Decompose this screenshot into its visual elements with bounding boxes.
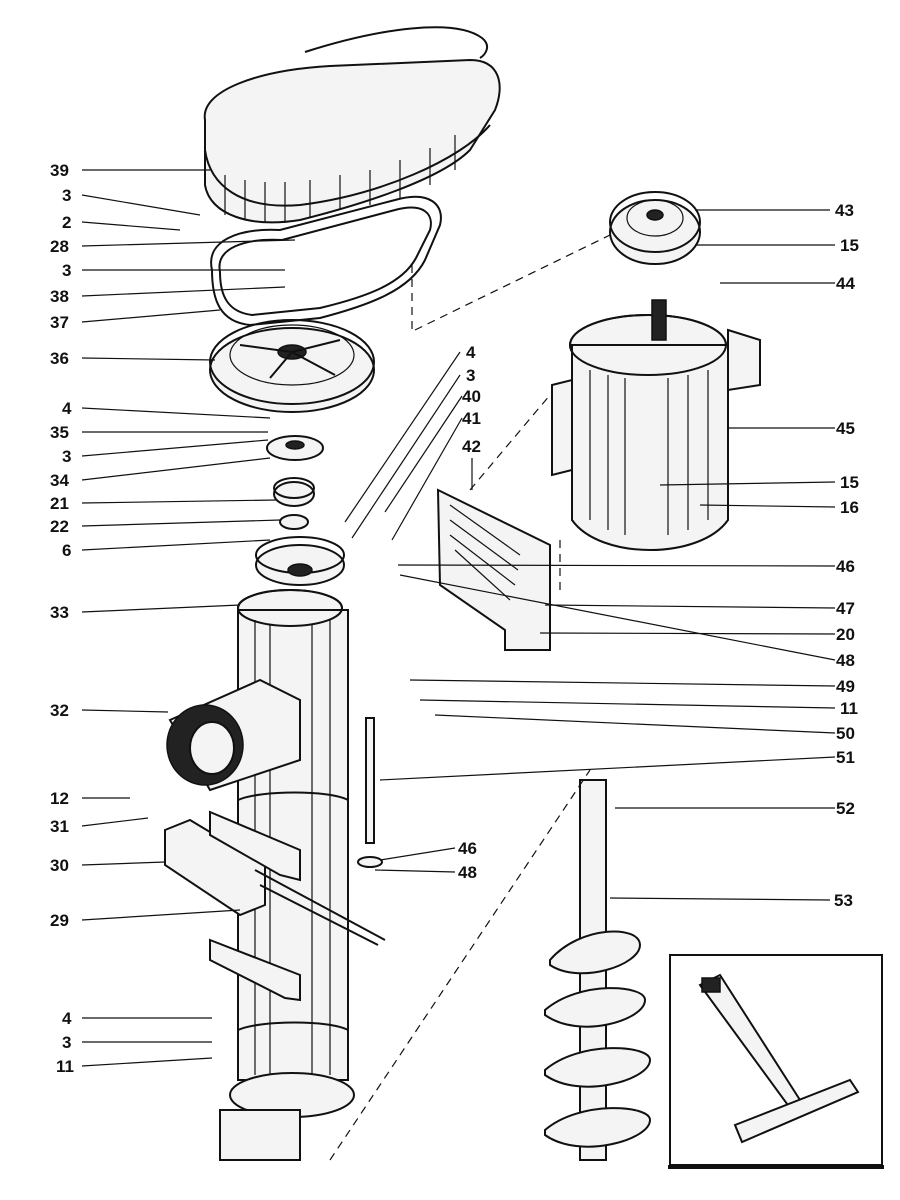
callout-46: 46 — [836, 557, 855, 576]
callout-labels-left: 39 3 2 28 3 38 37 36 4 35 3 34 21 22 6 3… — [50, 161, 74, 1076]
callout-12: 12 — [50, 789, 69, 808]
callout-32: 32 — [50, 701, 69, 720]
callout-3: 3 — [62, 1033, 71, 1052]
callout-48: 48 — [836, 651, 855, 670]
callout-43: 43 — [835, 201, 854, 220]
callout-28: 28 — [50, 237, 69, 256]
leader-lines — [81, 169, 836, 1067]
callout-51: 51 — [836, 748, 855, 767]
callout-35: 35 — [50, 423, 69, 442]
motor-mount-bracket — [436, 488, 551, 651]
callout-50: 50 — [836, 724, 855, 743]
hub-stack — [255, 435, 345, 586]
callout-4: 4 — [62, 399, 72, 418]
callout-22: 22 — [50, 517, 69, 536]
callout-47: 47 — [836, 599, 855, 618]
callout-21: 21 — [50, 494, 69, 513]
callout-30: 30 — [50, 856, 69, 875]
callout-38: 38 — [50, 287, 69, 306]
callout-2: 2 — [62, 213, 71, 232]
callout-3: 3 — [62, 447, 71, 466]
callout-3: 3 — [466, 366, 475, 385]
callout-31: 31 — [50, 817, 69, 836]
callout-53: 53 — [834, 891, 853, 910]
callout-42: 42 — [462, 437, 481, 456]
callout-37: 37 — [50, 313, 69, 332]
callout-52: 52 — [836, 799, 855, 818]
callout-41: 41 — [462, 409, 481, 428]
callout-3: 3 — [62, 186, 71, 205]
callout-45: 45 — [836, 419, 855, 438]
callout-labels-center: 4 3 40 41 42 — [462, 343, 481, 456]
callout-11: 11 — [840, 699, 858, 718]
callout-44: 44 — [836, 274, 855, 293]
motor-pulley — [609, 191, 701, 265]
auger-screw — [544, 779, 652, 1161]
callout-11: 11 — [56, 1057, 74, 1076]
callout-33: 33 — [50, 603, 69, 622]
callout-39: 39 — [50, 161, 69, 180]
belt-guard-cover — [203, 26, 501, 224]
callout-4: 4 — [466, 343, 476, 362]
assembly-guide-lines — [329, 234, 611, 1161]
tie-rod — [357, 717, 383, 868]
callout-36: 36 — [50, 349, 69, 368]
callout-29: 29 — [50, 911, 69, 930]
electric-motor — [551, 299, 761, 551]
callout-49: 49 — [836, 677, 855, 696]
callout-4: 4 — [62, 1009, 72, 1028]
callout-46: 46 — [458, 839, 477, 858]
callout-3: 3 — [62, 261, 71, 280]
clamp-brackets — [164, 810, 386, 1002]
callout-20: 20 — [836, 625, 855, 644]
callout-15: 15 — [840, 236, 859, 255]
callout-40: 40 — [462, 387, 481, 406]
callout-34: 34 — [50, 471, 69, 490]
callout-48: 48 — [458, 863, 477, 882]
callout-16: 16 — [840, 498, 859, 517]
callout-15: 15 — [840, 473, 859, 492]
callout-labels-right: 43 15 44 45 15 16 46 47 20 48 49 11 50 5… — [458, 201, 859, 910]
callout-6: 6 — [62, 541, 71, 560]
inset-detail-box — [668, 954, 884, 1169]
large-pulley — [209, 319, 375, 413]
